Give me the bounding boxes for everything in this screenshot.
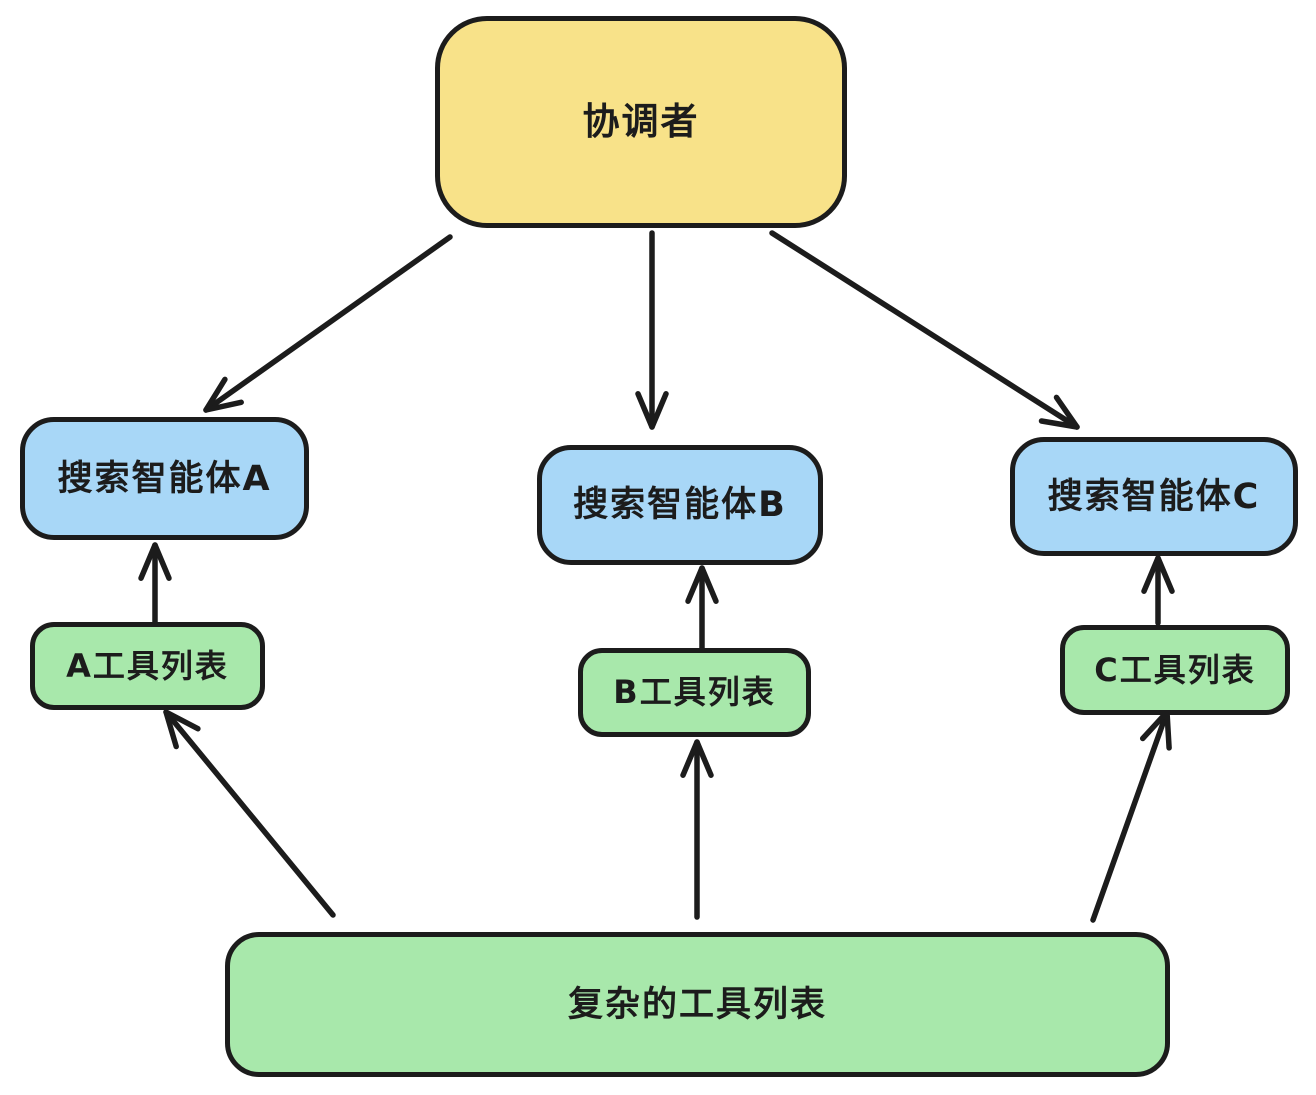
- edge-tools-b-agent-b: [685, 565, 719, 651]
- edge-complex-tools-b: [680, 739, 714, 920]
- node-tool-list-a: A工具列表: [30, 622, 265, 710]
- edge-coordinator-agent-a: [203, 234, 453, 413]
- edge-tools-a-agent-a: [138, 542, 172, 630]
- node-search-agent-b: 搜索智能体B: [537, 445, 823, 565]
- edge-coordinator-agent-b: [635, 230, 669, 430]
- node-complex-tool-list-label: 复杂的工具列表: [567, 984, 827, 1025]
- node-search-agent-a-label: 搜索智能体A: [57, 458, 272, 499]
- node-search-agent-c-label: 搜索智能体C: [1047, 476, 1261, 517]
- edge-complex-tools-c: [1090, 709, 1172, 923]
- node-search-agent-b-label: 搜索智能体B: [573, 485, 787, 525]
- node-tool-list-b: B工具列表: [578, 648, 811, 737]
- edge-coordinator-agent-c: [769, 230, 1080, 430]
- node-complex-tool-list: 复杂的工具列表: [225, 932, 1170, 1077]
- edge-tools-c-agent-c: [1141, 555, 1175, 626]
- node-search-agent-c: 搜索智能体C: [1010, 437, 1298, 556]
- node-tool-list-a-label: A工具列表: [66, 646, 229, 685]
- node-tool-list-c: C工具列表: [1060, 625, 1290, 715]
- node-coordinator-label: 协调者: [582, 99, 700, 143]
- edge-complex-tools-a: [163, 709, 336, 918]
- node-search-agent-a: 搜索智能体A: [20, 417, 309, 540]
- node-tool-list-c-label: C工具列表: [1094, 650, 1256, 689]
- node-coordinator: 协调者: [435, 16, 847, 228]
- node-tool-list-b-label: B工具列表: [613, 673, 776, 712]
